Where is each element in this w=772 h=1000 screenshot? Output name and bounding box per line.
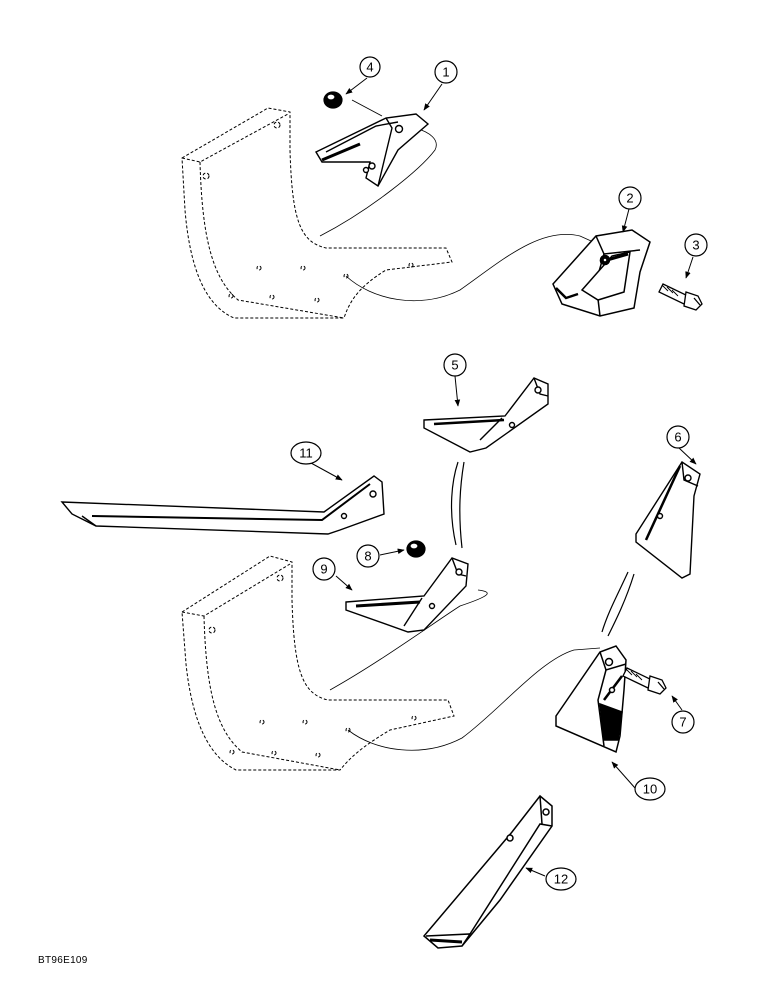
lower-assembly-lines — [329, 589, 601, 751]
callout-2: 2 — [618, 186, 642, 210]
callout-leaders — [310, 77, 697, 877]
svg-text:2: 2 — [626, 191, 633, 206]
callout-5: 5 — [443, 353, 467, 377]
callout-9: 9 — [312, 557, 336, 581]
chisel-part-12 — [422, 794, 553, 949]
svg-text:4: 4 — [366, 60, 373, 75]
point-part-9 — [345, 557, 469, 633]
svg-text:11: 11 — [299, 446, 313, 461]
callout-12: 12 — [545, 867, 577, 891]
figure-id-label: BT96E109 — [38, 955, 88, 966]
connection-curves — [450, 461, 635, 637]
svg-text:12: 12 — [554, 872, 568, 887]
knife-part-11 — [60, 475, 385, 535]
callout-3: 3 — [684, 233, 708, 257]
callout-7: 7 — [671, 710, 695, 734]
svg-text:5: 5 — [451, 358, 458, 373]
svg-text:10: 10 — [643, 782, 657, 797]
svg-text:3: 3 — [692, 238, 699, 253]
lower-shank-phantom — [181, 555, 455, 771]
sweep-part-6 — [635, 461, 701, 579]
svg-text:1: 1 — [442, 65, 449, 80]
callout-10: 10 — [634, 777, 666, 801]
point-part-1 — [315, 113, 430, 188]
svg-text:6: 6 — [674, 430, 681, 445]
callout-11: 11 — [290, 441, 322, 465]
point-part-10 — [555, 645, 627, 754]
upper-shank-phantom — [181, 107, 453, 319]
bolt-part-7 — [622, 667, 667, 695]
callout-1: 1 — [434, 60, 458, 84]
callout-6: 6 — [666, 425, 690, 449]
callout-8: 8 — [356, 544, 380, 568]
bolt-part-3 — [658, 283, 703, 311]
nut-part-4 — [323, 91, 343, 109]
callout-4: 4 — [359, 56, 381, 78]
nut-part-8 — [406, 540, 426, 558]
svg-text:7: 7 — [679, 715, 686, 730]
svg-text:8: 8 — [364, 549, 371, 564]
wing-part-2 — [552, 229, 651, 317]
sweep-part-5 — [423, 377, 549, 453]
upper-assembly-lines — [319, 99, 601, 301]
svg-text:9: 9 — [320, 562, 327, 577]
